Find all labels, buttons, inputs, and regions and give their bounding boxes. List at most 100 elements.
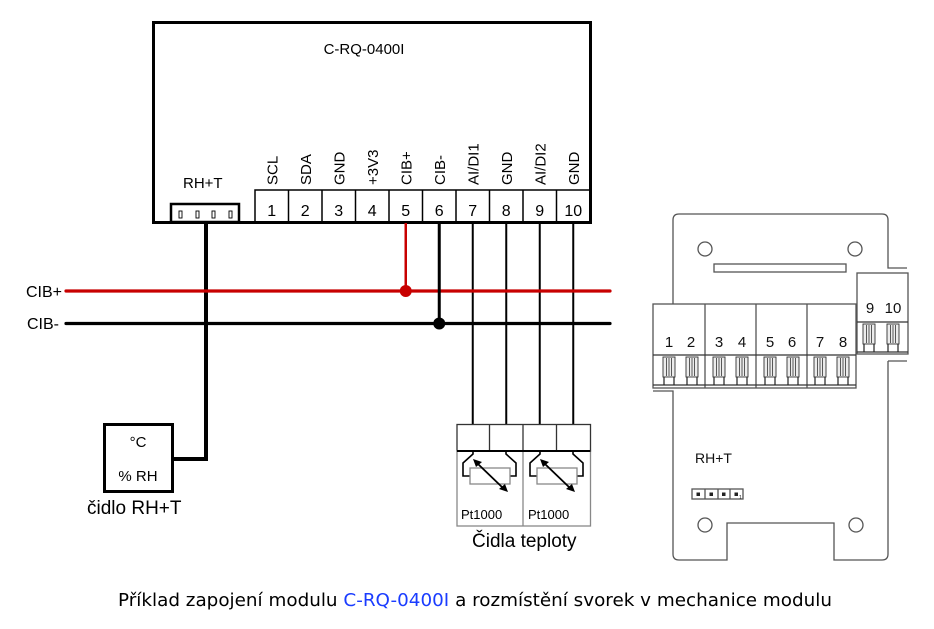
terminal-7: AI/DI1 7 <box>465 143 482 220</box>
terminal-label: +3V3 <box>365 150 382 185</box>
terminal-number: 9 <box>535 203 544 220</box>
terminal-9: AI/DI2 9 <box>532 143 549 220</box>
pt1000-sensor-2: Pt1000 <box>528 451 584 522</box>
terminal-number: 5 <box>401 203 410 220</box>
terminal-number: 1 <box>267 203 276 220</box>
terminal-number: 2 <box>301 203 310 220</box>
header-pin <box>709 492 713 496</box>
screw-terminal-icon <box>862 323 876 352</box>
screw-terminal-icon <box>662 356 676 385</box>
terminal-label: GND <box>331 152 348 186</box>
board-terminal-number: 6 <box>788 334 796 351</box>
terminal-label: GND <box>499 152 516 186</box>
cib-plus-label: CIB+ <box>26 284 62 301</box>
terminal-number: 10 <box>564 203 582 220</box>
terminal-label: CIB+ <box>398 151 415 185</box>
terminal-6: CIB- 6 <box>432 155 449 220</box>
module-title: C-RQ-0400I <box>324 41 405 58</box>
cib-plus-bus: CIB+ <box>26 223 612 301</box>
terminal-1: SCL 1 <box>264 156 281 220</box>
module-block: C-RQ-0400I RH+T SCL 1 <box>152 21 592 224</box>
terminal-2: SDA 2 <box>298 154 315 220</box>
board-outline <box>653 213 907 561</box>
caption-module-name: C-RQ-0400I <box>343 591 449 611</box>
board-rh-t-label: RH+T <box>695 450 732 466</box>
rh-t-sensor: °C % RH čidlo RH+T <box>87 423 182 519</box>
terminal-label: SCL <box>264 156 281 185</box>
cib-minus-junction <box>433 317 446 330</box>
cib-plus-junction <box>399 285 412 297</box>
screw-terminals <box>862 323 900 352</box>
board-slot <box>713 263 847 273</box>
rh-t-connector <box>169 202 241 224</box>
temperature-unit: °C <box>130 434 147 451</box>
mounting-hole <box>848 517 864 533</box>
terminal-number: 8 <box>502 203 511 220</box>
temperature-sensors-caption: Čidla teploty <box>472 530 577 552</box>
terminal-label: AI/DI2 <box>532 143 549 185</box>
board-terminal-number: 1 <box>665 334 673 351</box>
board-terminal-number: 8 <box>839 334 847 351</box>
terminal-8: GND 8 <box>499 152 516 221</box>
board-terminal-number: 7 <box>816 334 824 351</box>
board-mechanics: 1 2 3 4 5 6 7 8 9 10 RH+T <box>652 213 909 561</box>
board-terminal-number: 3 <box>715 334 723 351</box>
terminal-10: GND 10 <box>564 152 582 221</box>
temperature-sensors: Pt1000 Pt1000 Čidla teploty <box>456 423 592 552</box>
screw-terminal-icon <box>813 356 827 385</box>
caption-text-2: a rozmístění svorek v mechanice modulu <box>449 591 832 611</box>
board-terminal-number: 10 <box>885 300 902 317</box>
screw-terminal-icon <box>836 356 850 385</box>
rh-t-wire <box>173 222 208 461</box>
header-pin <box>722 492 726 496</box>
terminal-label: AI/DI1 <box>465 143 482 185</box>
terminal-number: 7 <box>468 203 477 220</box>
header-pin <box>734 492 738 496</box>
board-terminal-number: 4 <box>738 334 746 351</box>
sensor-type-label: Pt1000 <box>461 507 502 522</box>
thermistor-icon <box>462 451 517 492</box>
screw-terminal-icon <box>735 356 749 385</box>
humidity-unit: % RH <box>118 468 157 485</box>
terminal-4: +3V3 4 <box>365 150 382 220</box>
board-terminal-block-9-10: 9 10 <box>856 272 909 355</box>
screw-terminal-icon <box>786 356 800 385</box>
pt1000-sensor-1: Pt1000 <box>461 451 517 522</box>
connector-pin <box>228 210 233 219</box>
sensor-type-label: Pt1000 <box>528 507 569 522</box>
terminal-number: 4 <box>368 203 377 220</box>
rh-t-sensor-box <box>103 423 174 493</box>
cib-minus-bus: CIB- <box>27 223 612 333</box>
screw-terminal-icon <box>886 323 900 352</box>
terminal-label: SDA <box>298 154 315 185</box>
board-terminal-number: 2 <box>687 334 695 351</box>
board-rh-t-header: 1 <box>691 488 744 501</box>
screw-terminal-icon <box>685 356 699 385</box>
header-pin <box>696 492 700 496</box>
pin1-marker: 1 <box>739 495 742 501</box>
mounting-hole <box>697 241 713 257</box>
board-terminal-block-1-8: 1 2 3 4 5 6 7 8 <box>652 303 857 389</box>
board-terminal-number: 5 <box>766 334 774 351</box>
terminal-3: GND 3 <box>331 152 348 221</box>
caption-text-1: Příklad zapojení modulu <box>118 591 343 611</box>
connector-pin <box>195 210 200 219</box>
mounting-hole <box>847 241 863 257</box>
terminal-strip: SCL 1 SDA 2 GND 3 +3V3 4 CIB+ 5 CIB- 6 <box>254 143 591 223</box>
rh-t-sensor-caption: čidlo RH+T <box>87 498 182 519</box>
cib-minus-label: CIB- <box>27 316 59 333</box>
figure-caption: Příklad zapojení modulu C-RQ-0400I a roz… <box>118 591 832 611</box>
screw-terminal-icon <box>712 356 726 385</box>
terminal-5: CIB+ 5 <box>398 151 415 220</box>
thermistor-icon <box>529 451 584 492</box>
terminal-label: GND <box>566 152 583 186</box>
screw-terminal-icon <box>763 356 777 385</box>
mounting-hole <box>697 517 713 533</box>
connector-pin <box>211 210 216 219</box>
rh-t-connector-label: RH+T <box>183 175 223 192</box>
terminal-label: CIB- <box>432 155 449 185</box>
connector-pin <box>178 210 183 219</box>
terminal-number: 3 <box>334 203 343 220</box>
screw-terminals <box>662 356 850 385</box>
